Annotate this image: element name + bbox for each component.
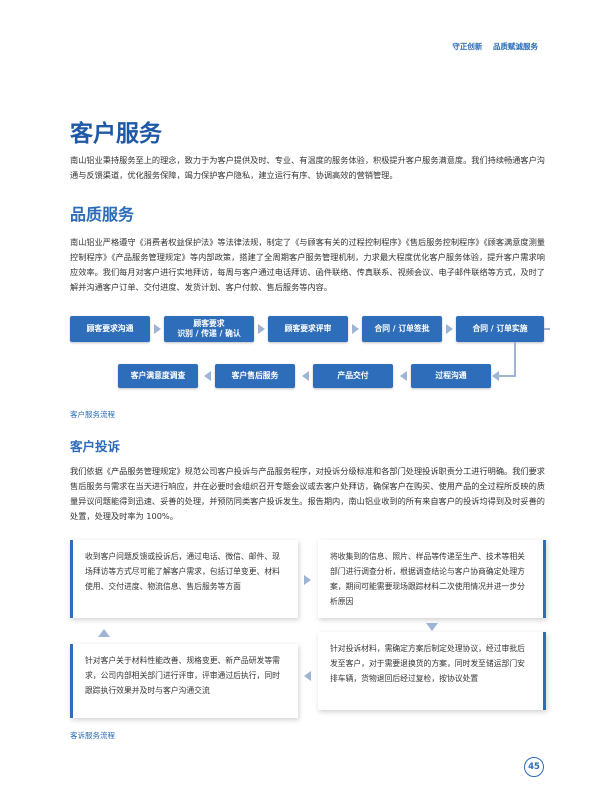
- intro-paragraph: 南山铝业秉持服务至上的理念，致力于为客户提供及时、专业、有温度的服务体验，积极提…: [70, 155, 545, 180]
- flow-arrow: [352, 324, 359, 334]
- flow-arrow: [304, 671, 311, 681]
- service-flow-caption: 客户服务流程: [70, 410, 115, 419]
- flow-node-3: 顾客要求评审: [268, 316, 348, 342]
- flow-connector: [514, 342, 516, 376]
- flow-connector: [544, 328, 550, 330]
- flow-node-6: 过程沟通: [411, 364, 491, 388]
- page-number: 45: [524, 757, 544, 777]
- quality-paragraph: 南山铝业严格遵守《消费者权益保护法》等法律法规，制定了《与顾客有关的过程控制程序…: [70, 237, 545, 292]
- flow-arrow: [400, 371, 407, 381]
- flow-arrow: [446, 324, 453, 334]
- flow-node-8: 客户售后服务: [215, 364, 295, 388]
- flow-node-9: 客户满意度调查: [118, 364, 198, 388]
- flow-arrow: [204, 371, 211, 381]
- flow-connector: [496, 375, 516, 377]
- page-title: 客户服务: [70, 121, 162, 147]
- page-header: 守正创新 品质赋诚服务: [444, 41, 538, 52]
- flow-arrow: [492, 371, 499, 381]
- complaint-paragraph: 我们依据《产品服务管理规定》规范公司客户投诉与产品服务程序，对投诉分级标准和各部…: [70, 466, 545, 521]
- complaint-flow-caption: 客诉服务流程: [70, 731, 115, 740]
- complaint-step-2: 将收集到的信息、照片、样品等传递至生产、技术等相关部门进行调查分析，根据调查结论…: [318, 540, 546, 618]
- header-tag-2: 品质赋诚服务: [493, 42, 538, 51]
- complaint-step-1: 收到客户问题反馈或投诉后，通过电话、微信、邮件、现场拜访等方式尽可能了解客户需求…: [70, 540, 298, 618]
- complaint-step-3: 针对投诉材料，需确定方案后制定处理协议，经过审批后发至客户，对于需要退换货的方案…: [318, 632, 546, 710]
- complaint-step-4: 针对客户关于材料性能改善、规格变更、新产品研发等需求，公司内部相关部门进行评审，…: [70, 644, 298, 718]
- flow-arrow: [154, 324, 161, 334]
- flow-node-1: 顾客要求沟通: [70, 316, 150, 342]
- flow-arrow: [426, 623, 438, 631]
- quality-heading: 品质服务: [70, 205, 135, 224]
- header-tag-1: 守正创新: [452, 42, 483, 51]
- flow-arrow: [98, 629, 110, 637]
- flow-node-7: 产品交付: [313, 364, 393, 388]
- flow-arrow: [302, 371, 309, 381]
- flow-node-2: 顾客要求 识别 / 传递 / 确认: [164, 316, 254, 342]
- flow-arrow: [258, 324, 265, 334]
- flow-arrow: [304, 575, 311, 585]
- flow-node-5: 合同 / 订单实施: [456, 316, 544, 342]
- flow-node-4: 合同 / 订单签批: [362, 316, 442, 342]
- complaint-heading: 客户投诉: [70, 439, 121, 454]
